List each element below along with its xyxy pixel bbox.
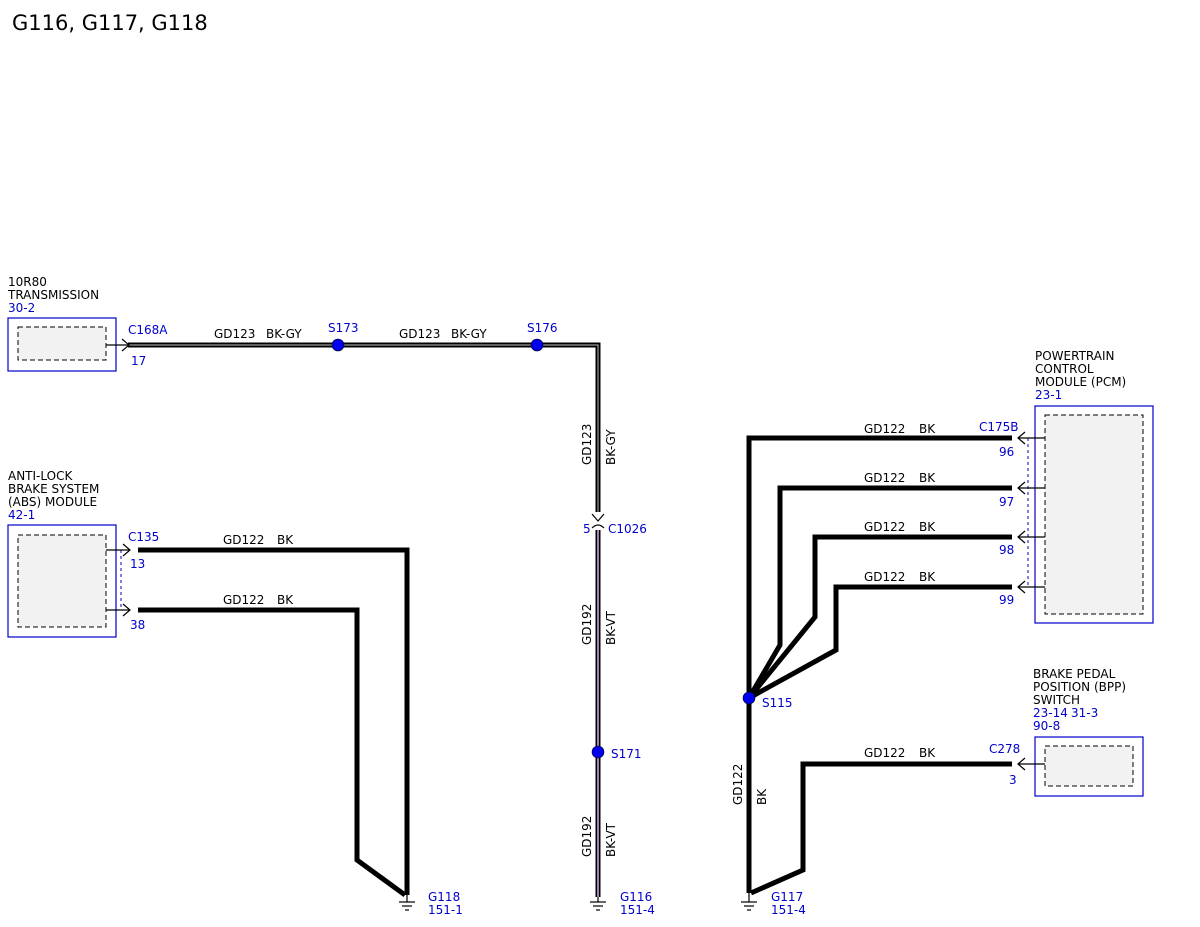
wire-gd192-color-label-2: BK-VT [604, 822, 618, 857]
wire-pcm-97-circuit-label: GD122 [864, 471, 905, 485]
splice-s115-label[interactable]: S115 [762, 696, 793, 710]
ground-g118-ref[interactable]: 151-1 [428, 903, 463, 917]
ground-g117-icon[interactable] [741, 893, 757, 911]
bpp-pin-3-label: 3 [1009, 773, 1017, 787]
ground-g117-ref[interactable]: 151-4 [771, 903, 806, 917]
connector-c278-label[interactable]: C278 [989, 742, 1020, 756]
splice-s176[interactable] [530, 338, 544, 352]
wire-pcm-99-circuit-label: GD122 [864, 570, 905, 584]
wire-abs-38-color-label: BK [277, 593, 294, 607]
splice-s171-label[interactable]: S171 [611, 747, 642, 761]
c1026-label[interactable]: C1026 [608, 522, 647, 536]
wire-gd123-circuit-label: GD123 [214, 327, 255, 341]
ground-g117-label[interactable]: G117 [771, 890, 803, 904]
bpp-ref-1[interactable]: 23-14 [1033, 706, 1068, 720]
abs-name-line-1: ANTI-LOCK [8, 469, 73, 483]
abs-name-line-3: (ABS) MODULE [8, 495, 97, 509]
wire-gd192-color-label: BK-VT [604, 610, 618, 645]
wire-abs-38-circuit-label: GD122 [223, 593, 264, 607]
wire-pcm-98-circuit-label: GD122 [864, 520, 905, 534]
wire-pcm-96-color-label: BK [919, 422, 936, 436]
wire-gd123[interactable] [128, 342, 601, 512]
connector-c135-pins [106, 543, 131, 617]
wire-pcm-96-circuit-label: GD122 [864, 422, 905, 436]
bpp-switch[interactable] [1034, 736, 1144, 797]
wire-g117-circuit-label: GD122 [731, 764, 745, 805]
wire-bpp-color-label: BK [919, 746, 936, 760]
transmission-pin-label: 17 [131, 354, 146, 368]
wire-bpp-pin3[interactable] [749, 761, 1012, 896]
wire-pcm-pin99[interactable] [747, 584, 1012, 701]
wire-gd123-circuit-label-2: GD123 [399, 327, 440, 341]
wire-g117-color-label: BK [755, 788, 769, 805]
abs-ref[interactable]: 42-1 [8, 508, 35, 522]
ground-g116-ref[interactable]: 151-4 [620, 903, 655, 917]
transmission-ref[interactable]: 30-2 [8, 301, 35, 315]
wire-pcm-pin96[interactable] [746, 435, 1012, 698]
bpp-name-line-3: SWITCH [1033, 693, 1080, 707]
abs-pin-13-label: 13 [130, 557, 145, 571]
wire-pcm-98-color-label: BK [919, 520, 936, 534]
wire-gd192-circuit-label-2: GD192 [580, 816, 594, 857]
splice-s173-label[interactable]: S173 [328, 321, 359, 335]
splice-s176-label[interactable]: S176 [527, 321, 558, 335]
pcm-pin-97-label: 97 [999, 495, 1014, 509]
bpp-ref-2[interactable]: 31-3 [1071, 706, 1098, 720]
wire-pcm-99-color-label: BK [919, 570, 936, 584]
bpp-ref-3[interactable]: 90-8 [1033, 719, 1060, 733]
pcm-pin-96-label: 96 [999, 445, 1014, 459]
connector-c135-label[interactable]: C135 [128, 530, 159, 544]
connector-c175b-label[interactable]: C175B [979, 420, 1019, 434]
transmission-name-line-1: 10R80 [8, 275, 47, 289]
ground-g118-icon[interactable] [399, 895, 415, 911]
pcm-module[interactable] [1034, 405, 1154, 624]
wire-abs-13-color-label: BK [277, 533, 294, 547]
diagram-title: G116, G117, G118 [12, 11, 208, 35]
splice-s171[interactable] [591, 745, 605, 759]
c1026-pin-label: 5 [583, 522, 591, 536]
connector-c168a-pin [106, 338, 130, 352]
bpp-name-line-2: POSITION (BPP) [1033, 680, 1126, 694]
abs-module[interactable] [7, 524, 117, 638]
wire-abs-pin38[interactable] [138, 607, 407, 898]
wire-gd123-color-label: BK-GY [266, 327, 302, 341]
pcm-pin-98-label: 98 [999, 543, 1014, 557]
splice-s173[interactable] [331, 338, 345, 352]
wire-gd192-circuit-label: GD192 [580, 604, 594, 645]
splice-s115[interactable] [742, 691, 756, 705]
pcm-ref[interactable]: 23-1 [1035, 388, 1062, 402]
connector-c278-pin [1017, 757, 1045, 771]
wire-bpp-circuit-label: GD122 [864, 746, 905, 760]
wire-abs-13-circuit-label: GD122 [223, 533, 264, 547]
abs-pin-38-label: 38 [130, 618, 145, 632]
ground-g116-label[interactable]: G116 [620, 890, 652, 904]
pcm-name-line-3: MODULE (PCM) [1035, 375, 1126, 389]
wire-gd123-color-label-2: BK-GY [451, 327, 487, 341]
bpp-name-line-1: BRAKE PEDAL [1033, 667, 1116, 681]
ground-g118-label[interactable]: G118 [428, 890, 460, 904]
connector-c175b-pins [1017, 431, 1045, 594]
wire-pcm-97-color-label: BK [919, 471, 936, 485]
wire-pcm-pin98[interactable] [747, 534, 1012, 700]
connector-c168a-label[interactable]: C168A [128, 323, 168, 337]
connector-c1026[interactable] [591, 513, 605, 529]
wire-abs-pin13[interactable] [138, 547, 410, 895]
wire-gd123-color-label-v: BK-GY [604, 429, 618, 465]
ground-g116-icon[interactable] [590, 897, 606, 911]
wire-gd123-circuit-label-v: GD123 [580, 424, 594, 465]
pcm-name-line-2: CONTROL [1035, 362, 1094, 376]
transmission-name-line-2: TRANSMISSION [7, 288, 99, 302]
abs-name-line-2: BRAKE SYSTEM [8, 482, 99, 496]
pcm-name-line-1: POWERTRAIN [1035, 349, 1115, 363]
wire-pcm-pin97[interactable] [746, 485, 1012, 700]
transmission-module[interactable] [7, 317, 117, 372]
pcm-pin-99-label: 99 [999, 593, 1014, 607]
